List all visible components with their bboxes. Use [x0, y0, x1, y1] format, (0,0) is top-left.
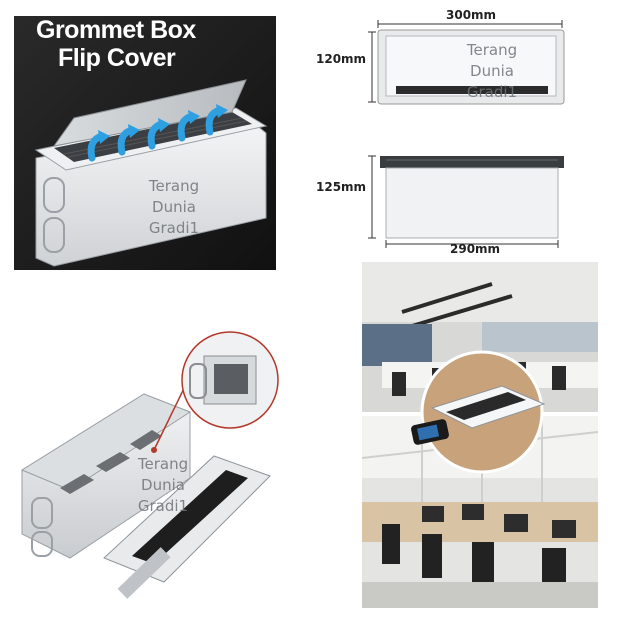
watermark-line-3: Gradi1 [466, 83, 518, 101]
office-installation-photos [361, 262, 602, 608]
office-scenes [361, 262, 602, 608]
watermark-line-1: Terang [466, 41, 518, 59]
title-line-1: Grommet Box [36, 16, 196, 44]
watermark-line-3: Gradi1 [148, 219, 200, 237]
dimension-width-bottom: 290mm [450, 242, 501, 256]
watermark-line-2: Dunia [470, 62, 514, 80]
title-line-2: Flip Cover [58, 44, 176, 72]
watermark-line-1: Terang [137, 455, 189, 473]
product-title: Grommet Box Flip Cover [36, 16, 196, 72]
dimension-height-side: 125mm [316, 180, 367, 194]
grommet-box-illustration [14, 8, 276, 270]
grommet-box-flip-cover-photo: Grommet Box Flip Cover Terang Dunia Grad… [14, 8, 276, 270]
dimension-height-top: 120mm [316, 52, 367, 66]
watermark-line-2: Dunia [152, 198, 196, 216]
watermark: Terang Dunia Gradi1 [134, 176, 214, 239]
watermark-line-3: Gradi1 [137, 497, 189, 515]
watermark: Terang Dunia Gradi1 [118, 454, 208, 517]
watermark: Terang Dunia Gradi1 [452, 40, 532, 103]
watermark-line-1: Terang [148, 177, 200, 195]
grommet-box-open-photo: Terang Dunia Gradi1 [14, 320, 284, 610]
open-box-illustration [20, 331, 279, 599]
dimension-diagram: 300mm 120mm 125mm 290mm Terang Dunia Gra… [300, 0, 610, 262]
watermark-line-2: Dunia [141, 476, 185, 494]
dimension-width-top: 300mm [446, 8, 497, 22]
dimension-drawings [368, 20, 565, 248]
